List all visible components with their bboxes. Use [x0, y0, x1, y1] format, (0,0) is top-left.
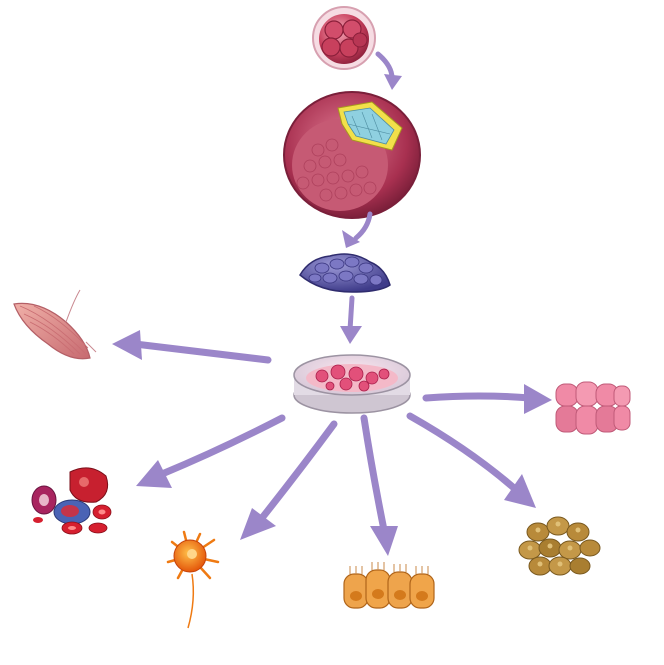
- arrow-to-epithelium: [422, 392, 534, 402]
- petri-dish-stem-cell-culture-icon: [293, 354, 411, 414]
- arrow-to-muscle: [131, 340, 272, 364]
- arrow-to-neuron: [258, 420, 338, 522]
- liver-cells-icon: [518, 516, 601, 576]
- inner-cell-mass-icon: [299, 253, 391, 293]
- arrow-blastocyst-to-icm: [353, 211, 373, 241]
- arrow-to-blood: [158, 414, 286, 478]
- muscle-fiber-icon: [13, 289, 97, 360]
- gut-epithelial-cells-icon: [343, 562, 435, 609]
- arrow-to-gut-epithelium: [360, 414, 388, 534]
- early-embryo-cells-icon: [312, 6, 376, 70]
- neuron-cell-icon: [166, 530, 220, 629]
- arrow-to-liver: [406, 412, 518, 492]
- arrow-icm-to-dish: [347, 295, 355, 333]
- blastocyst-cross-section-icon: [283, 91, 421, 219]
- pink-epithelial-cells-icon: [555, 381, 631, 435]
- blood-cells-icon: [31, 467, 112, 535]
